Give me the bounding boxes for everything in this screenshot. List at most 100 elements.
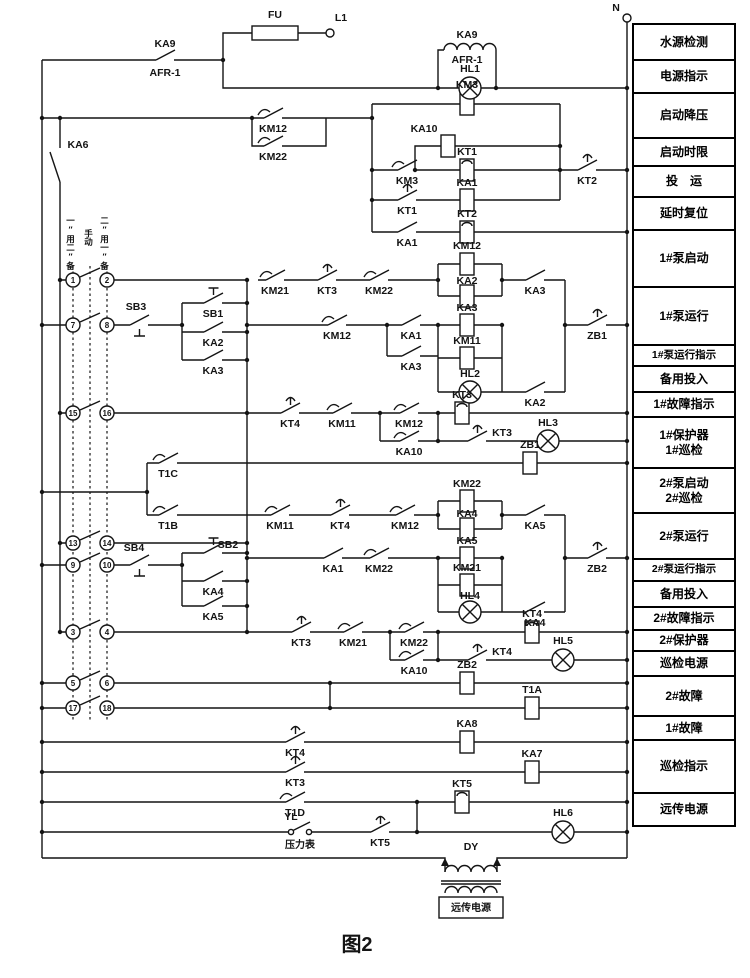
ka5-contact: [517, 504, 553, 516]
function-label: 2#泵运行指示: [632, 558, 736, 582]
ka4-contact-label: KA4: [524, 617, 545, 629]
terminal-number: 4: [105, 628, 110, 637]
ka1-contact: [393, 314, 429, 326]
km12-coil-label: KM12: [453, 240, 481, 252]
remote-power-box: [438, 896, 504, 919]
terminal-number: 16: [103, 409, 112, 418]
km21-contact: [257, 269, 293, 281]
zb2-contact-label: ZB2: [587, 563, 607, 575]
ka1-contact: [389, 221, 425, 233]
terminal-number: 3: [71, 628, 76, 637]
terminal-number: 8: [105, 321, 110, 330]
kt4-delay-contact: [459, 643, 495, 661]
kt4-contact-label: KT4: [330, 520, 350, 532]
t1d-contact-label: T1D: [285, 807, 305, 819]
ka8-coil: [459, 730, 475, 754]
km21-coil: [459, 573, 475, 597]
ka3-contact-label: KA3: [400, 361, 421, 373]
t1b-contact: [150, 504, 186, 516]
terminal-circle: [65, 624, 81, 640]
km22-contact: [361, 547, 397, 559]
function-label: 备用投入: [632, 365, 736, 393]
km11-contact-label: KM11: [266, 520, 294, 532]
km22-coil-label: KM22: [453, 478, 481, 490]
ka1-coil-label: KA1: [456, 177, 477, 189]
ka1-contact-label: KA1: [322, 563, 343, 575]
km21-coil-label: KM21: [453, 562, 481, 574]
terminal-number: 18: [103, 704, 112, 713]
mode-header-manual: 手动: [83, 229, 94, 246]
kt4-contact: [322, 498, 358, 516]
remote-power-label: 远传电源: [451, 901, 491, 914]
ka10-contact: [391, 430, 427, 442]
terminal-number: 5: [71, 679, 76, 688]
km22-coil: [459, 489, 475, 513]
figure-caption: 图2: [341, 933, 372, 956]
zb2-coil-label: ZB2: [457, 659, 477, 671]
ka4-coil-label: KA4: [456, 508, 477, 520]
km11-contact: [262, 504, 298, 516]
terminal-number: 2: [105, 276, 110, 285]
kt4-coil: [524, 620, 540, 644]
kt4-contact-label: KT4: [280, 418, 300, 430]
zb1-coil-label: ZB1: [520, 439, 540, 451]
kt3-delay-label: KT3: [492, 427, 512, 439]
ka1-coil: [459, 188, 475, 212]
l1-label: L1: [335, 12, 347, 24]
hl3-label: HL3: [538, 417, 558, 429]
kt3-contact-label: KT3: [317, 285, 337, 297]
km12-contact: [391, 402, 427, 414]
dy-label: DY: [464, 841, 479, 853]
kt3-contact-label: KT3: [285, 777, 305, 789]
terminal-circle: [99, 700, 115, 716]
sb2-label: SB2: [218, 539, 239, 551]
terminal-circle: [99, 624, 115, 640]
terminal-circle: [65, 405, 81, 421]
km21-contact-label: KM21: [261, 285, 289, 297]
transformer-dy: 远传电源 DY: [438, 841, 504, 919]
terminal-circle: [65, 272, 81, 288]
kt3-contact: [283, 615, 319, 633]
terminal-circle: [99, 272, 115, 288]
terminal-circle: [65, 675, 81, 691]
ka3-contact: [517, 269, 553, 281]
terminal-l1: [325, 28, 335, 38]
function-label: 备用投入: [632, 580, 736, 608]
terminal-circle: [65, 317, 81, 333]
ka3-contact: [195, 349, 231, 361]
ka9-contact: [147, 49, 183, 61]
function-label: 1#泵启动: [632, 229, 736, 288]
ka4-contact: [195, 570, 231, 582]
junction-dots: [39, 57, 630, 835]
function-label: 1#泵运行指示: [632, 344, 736, 367]
function-label-column: 水源检测 电源指示 启动降压 启动时限 投 运 延时复位 1#泵启动 1#泵运行…: [632, 23, 736, 827]
arrow-up-icon: [441, 858, 501, 866]
terminal-number: 13: [69, 539, 78, 548]
ka2-contact: [195, 321, 231, 333]
ka7-coil-label: KA7: [521, 748, 542, 760]
kt3-coil: [454, 401, 470, 425]
kt3-contact: [309, 263, 345, 281]
t1a-coil-label: T1A: [522, 684, 542, 696]
terminal-circle: [99, 405, 115, 421]
km11-contact-label: KM11: [328, 418, 356, 430]
ka1-contact-label: KA1: [396, 237, 417, 249]
kt1-coil: [459, 158, 475, 182]
kt2-coil-label: KT2: [457, 208, 477, 220]
terminal-number: 9: [71, 561, 76, 570]
ka2-contact-label: KA2: [524, 397, 545, 409]
function-label: 启动时限: [632, 137, 736, 167]
function-label: 1#故障指示: [632, 391, 736, 418]
km12-contact-label: KM12: [395, 418, 423, 430]
ka5-coil: [459, 546, 475, 570]
afr1-coil-label: AFR-1: [452, 54, 483, 66]
km12-contact: [387, 504, 423, 516]
t1c-label: T1C: [158, 468, 178, 480]
ka3-contact: [393, 345, 429, 357]
km3-coil-label: KM3: [456, 79, 478, 91]
kt1-contact-label: KT1: [397, 205, 417, 217]
zb1-contact: [579, 308, 615, 326]
selector-terminals: 1 2 7 8 15 16 13 14 9 10 3 4 5 6 17 18: [65, 272, 115, 716]
function-label: 延时复位: [632, 196, 736, 231]
kt5-contact: [362, 815, 398, 833]
